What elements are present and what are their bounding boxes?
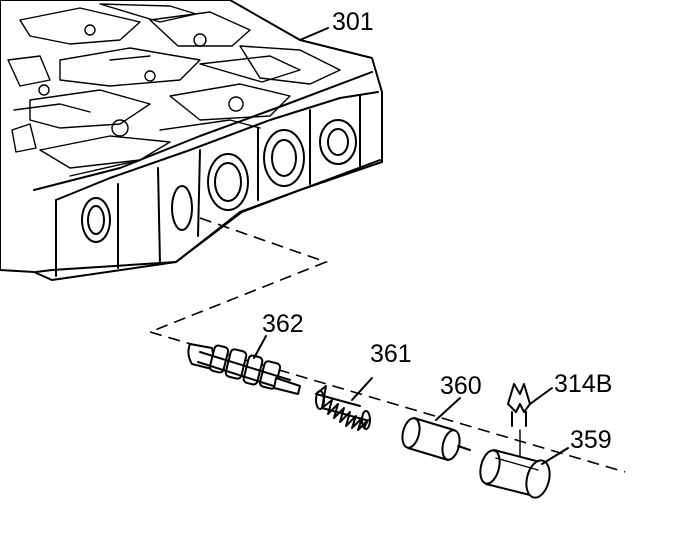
callout-314b: 314B bbox=[554, 370, 612, 398]
leader-line-361 bbox=[351, 377, 373, 401]
sleeve bbox=[479, 449, 551, 499]
bore-plug bbox=[401, 417, 471, 461]
leader-line-314b bbox=[529, 387, 553, 405]
callout-301: 301 bbox=[332, 8, 374, 36]
valve-body bbox=[0, 0, 383, 281]
callout-362: 362 bbox=[262, 310, 304, 338]
leader-line-301 bbox=[299, 27, 329, 41]
spring bbox=[315, 385, 371, 431]
retainer-clip bbox=[507, 383, 531, 427]
callout-360: 360 bbox=[440, 372, 482, 400]
callout-359: 359 bbox=[570, 426, 612, 454]
leader-line-362 bbox=[253, 335, 267, 359]
assembly-centerline bbox=[147, 217, 626, 473]
leader-line-359 bbox=[541, 447, 569, 465]
valve bbox=[187, 343, 301, 395]
leader-line-360 bbox=[435, 397, 461, 421]
callout-361: 361 bbox=[370, 340, 412, 368]
